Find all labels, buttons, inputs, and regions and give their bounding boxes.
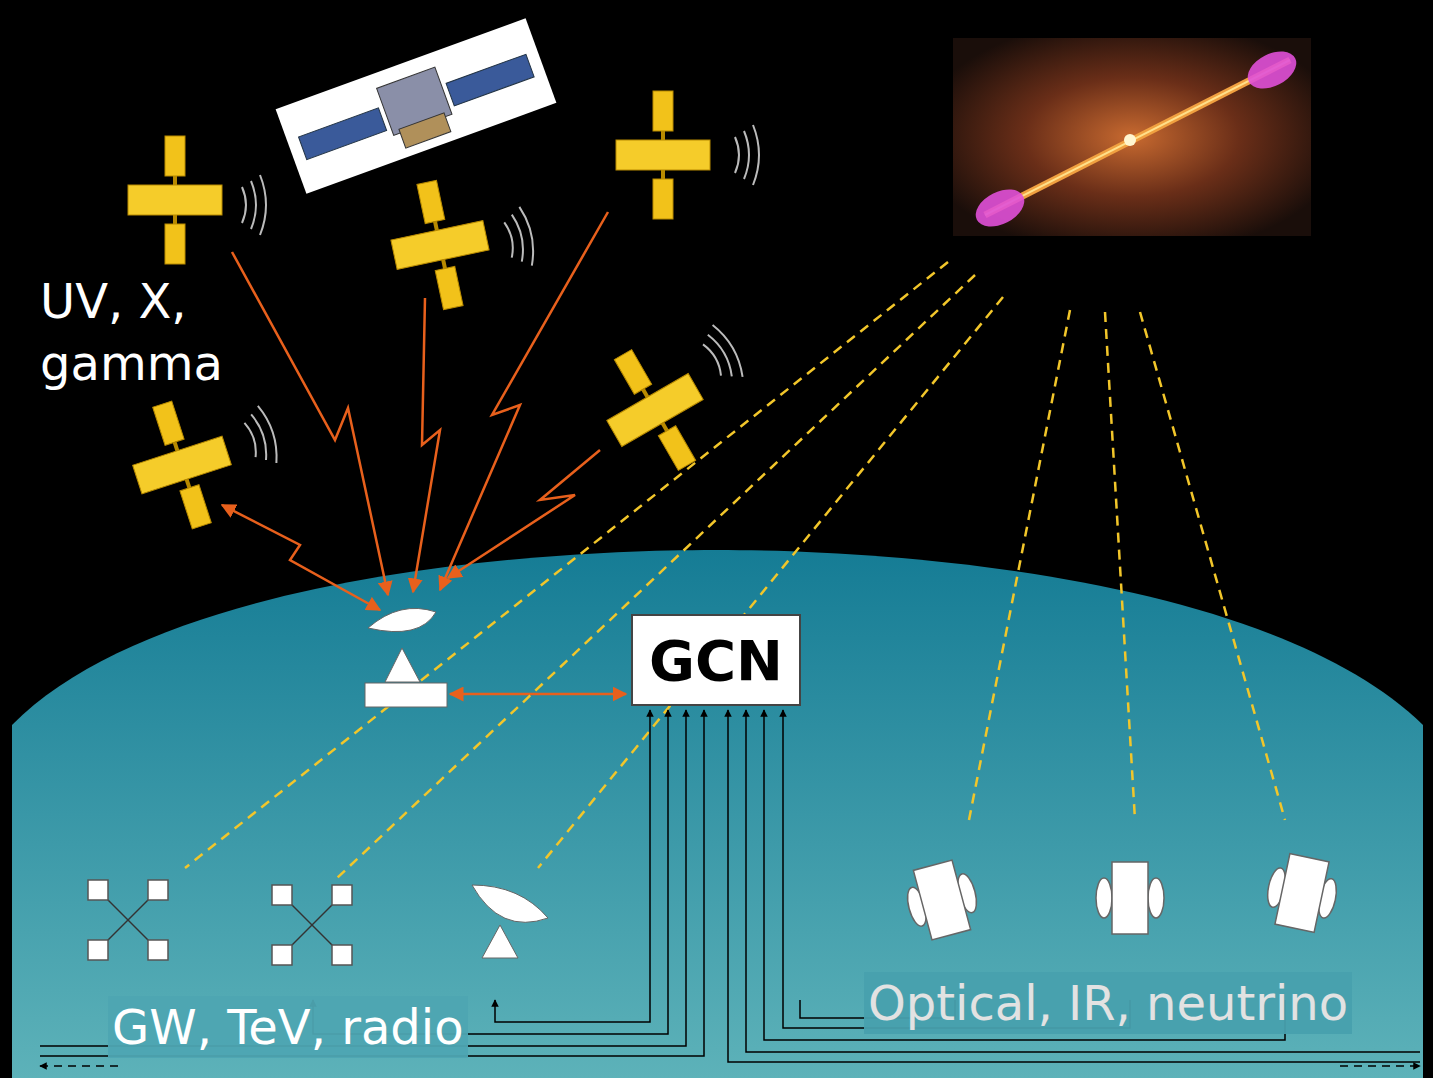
- band-label: GW, TeV, radio: [108, 996, 468, 1058]
- band-label: Optical, IR, neutrino: [864, 972, 1352, 1034]
- box-title: GCN: [649, 628, 783, 693]
- network-box: GCN: [631, 614, 801, 706]
- band-label: UV, X, gamma: [36, 270, 274, 394]
